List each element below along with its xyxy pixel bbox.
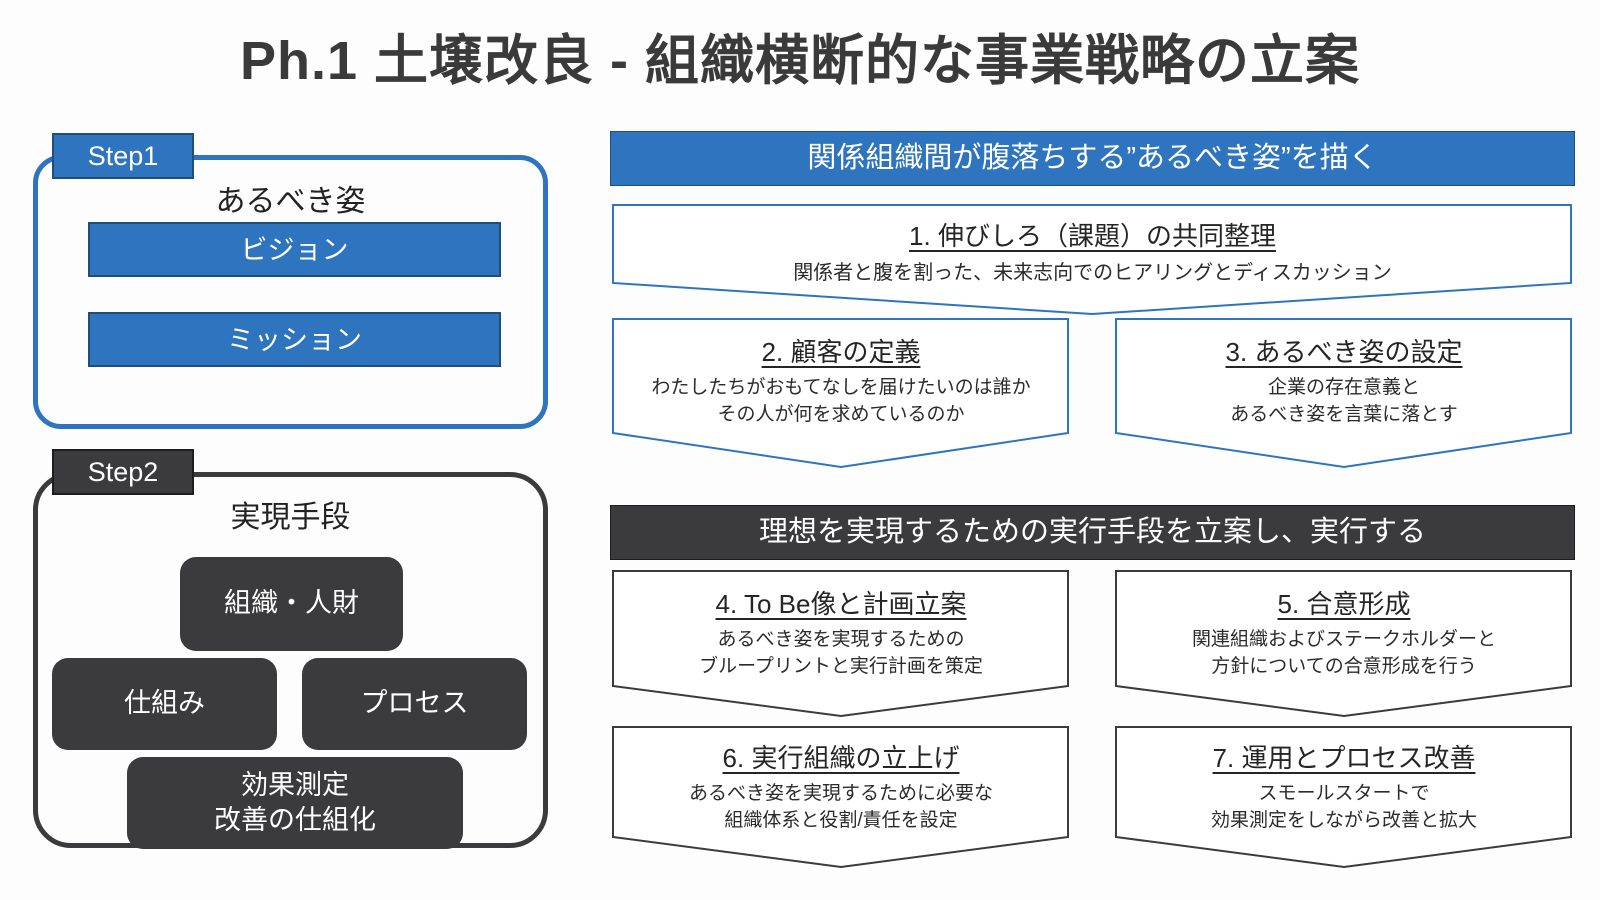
step-desc: あるべき姿を実現するために必要な (688, 783, 993, 804)
phase2-step-4: 4. To Be像と計画立案 あるべき姿を実現するための ブループリントと実行計… (612, 570, 1070, 718)
step-title: 6. 実行組織の立上げ (722, 743, 960, 773)
step-title: 7. 運用とプロセス改善 (1212, 743, 1476, 773)
step-title: 1. 伸びしろ（課題）の共同整理 (909, 221, 1276, 251)
step2-label: Step2 (52, 449, 194, 495)
step-desc: その人が何を求めているのか (717, 403, 965, 425)
phase1-step-2: 2. 顧客の定義 わたしたちがおもてなしを届けたいのは誰か その人が何を求めてい… (612, 318, 1070, 469)
step-title: 4. To Be像と計画立案 (715, 589, 967, 619)
phase2-step-6: 6. 実行組織の立上げ あるべき姿を実現するために必要な 組織体系と役割/責任を… (612, 726, 1070, 869)
chevron-shape (612, 570, 1069, 718)
chevron-shape (1115, 726, 1572, 869)
step-desc: 関係者と腹を割った、未来志向でのヒアリングとディスカッション (793, 262, 1392, 284)
phase1-header: 関係組織間が腹落ちする”あるべき姿”を描く (610, 131, 1575, 186)
step-title: 2. 顧客の定義 (761, 337, 921, 367)
page-title: Ph.1 土壌改良 - 組織横断的な事業戦略の立案 (239, 31, 1361, 91)
organization-talent-box: 組織・人財 (180, 557, 403, 651)
step-desc: ブループリントと実行計画を策定 (699, 655, 983, 677)
step-desc: あるべき姿を言葉に落とす (1230, 403, 1458, 425)
step-desc: 効果測定をしながら改善と拡大 (1210, 809, 1477, 831)
phase1-step-3: 3. あるべき姿の設定 企業の存在意義と あるべき姿を言葉に落とす (1115, 318, 1573, 469)
step-desc: 関連組織およびステークホルダーと (1191, 629, 1496, 650)
mechanism-box: 仕組み (52, 658, 277, 750)
step-title: 5. 合意形成 (1277, 589, 1411, 619)
chevron-shape (1115, 570, 1572, 718)
improvement-line: 改善の仕組化 (214, 805, 376, 835)
step2-heading: 実現手段 (230, 501, 351, 534)
step-desc: わたしたちがおもてなしを届けたいのは誰か (651, 377, 1031, 398)
phase2-header: 理想を実現するための実行手段を立案し、実行する (610, 505, 1575, 560)
phase2-step-7: 7. 運用とプロセス改善 スモールスタートで 効果測定をしながら改善と拡大 (1115, 726, 1573, 869)
step-title: 3. あるべき姿の設定 (1225, 337, 1463, 367)
step1-heading: あるべき姿 (215, 185, 366, 218)
step-desc: 組織体系と役割/責任を設定 (724, 809, 958, 831)
vision-box: ビジョン (88, 222, 501, 277)
step-desc: あるべき姿を実現するための (717, 629, 965, 650)
chevron-shape (612, 318, 1069, 469)
measurement-improvement-box: 効果測定 改善の仕組化 (127, 757, 463, 849)
process-box: プロセス (302, 658, 527, 750)
phase1-step-1: 1. 伸びしろ（課題）の共同整理 関係者と腹を割った、未来志向でのヒアリングとデ… (612, 204, 1573, 316)
mission-box: ミッション (88, 312, 501, 367)
step1-panel (33, 155, 548, 429)
step1-label: Step1 (52, 133, 194, 179)
step-desc: 企業の存在意義と (1267, 377, 1420, 398)
phase2-step-5: 5. 合意形成 関連組織およびステークホルダーと 方針についての合意形成を行う (1115, 570, 1573, 718)
step-desc: スモールスタートで (1258, 783, 1430, 804)
chevron-shape (612, 726, 1069, 869)
chevron-shape (612, 204, 1572, 316)
measurement-line: 効果測定 (241, 769, 349, 800)
chevron-shape (1115, 318, 1572, 469)
step-desc: 方針についての合意形成を行う (1211, 655, 1477, 677)
